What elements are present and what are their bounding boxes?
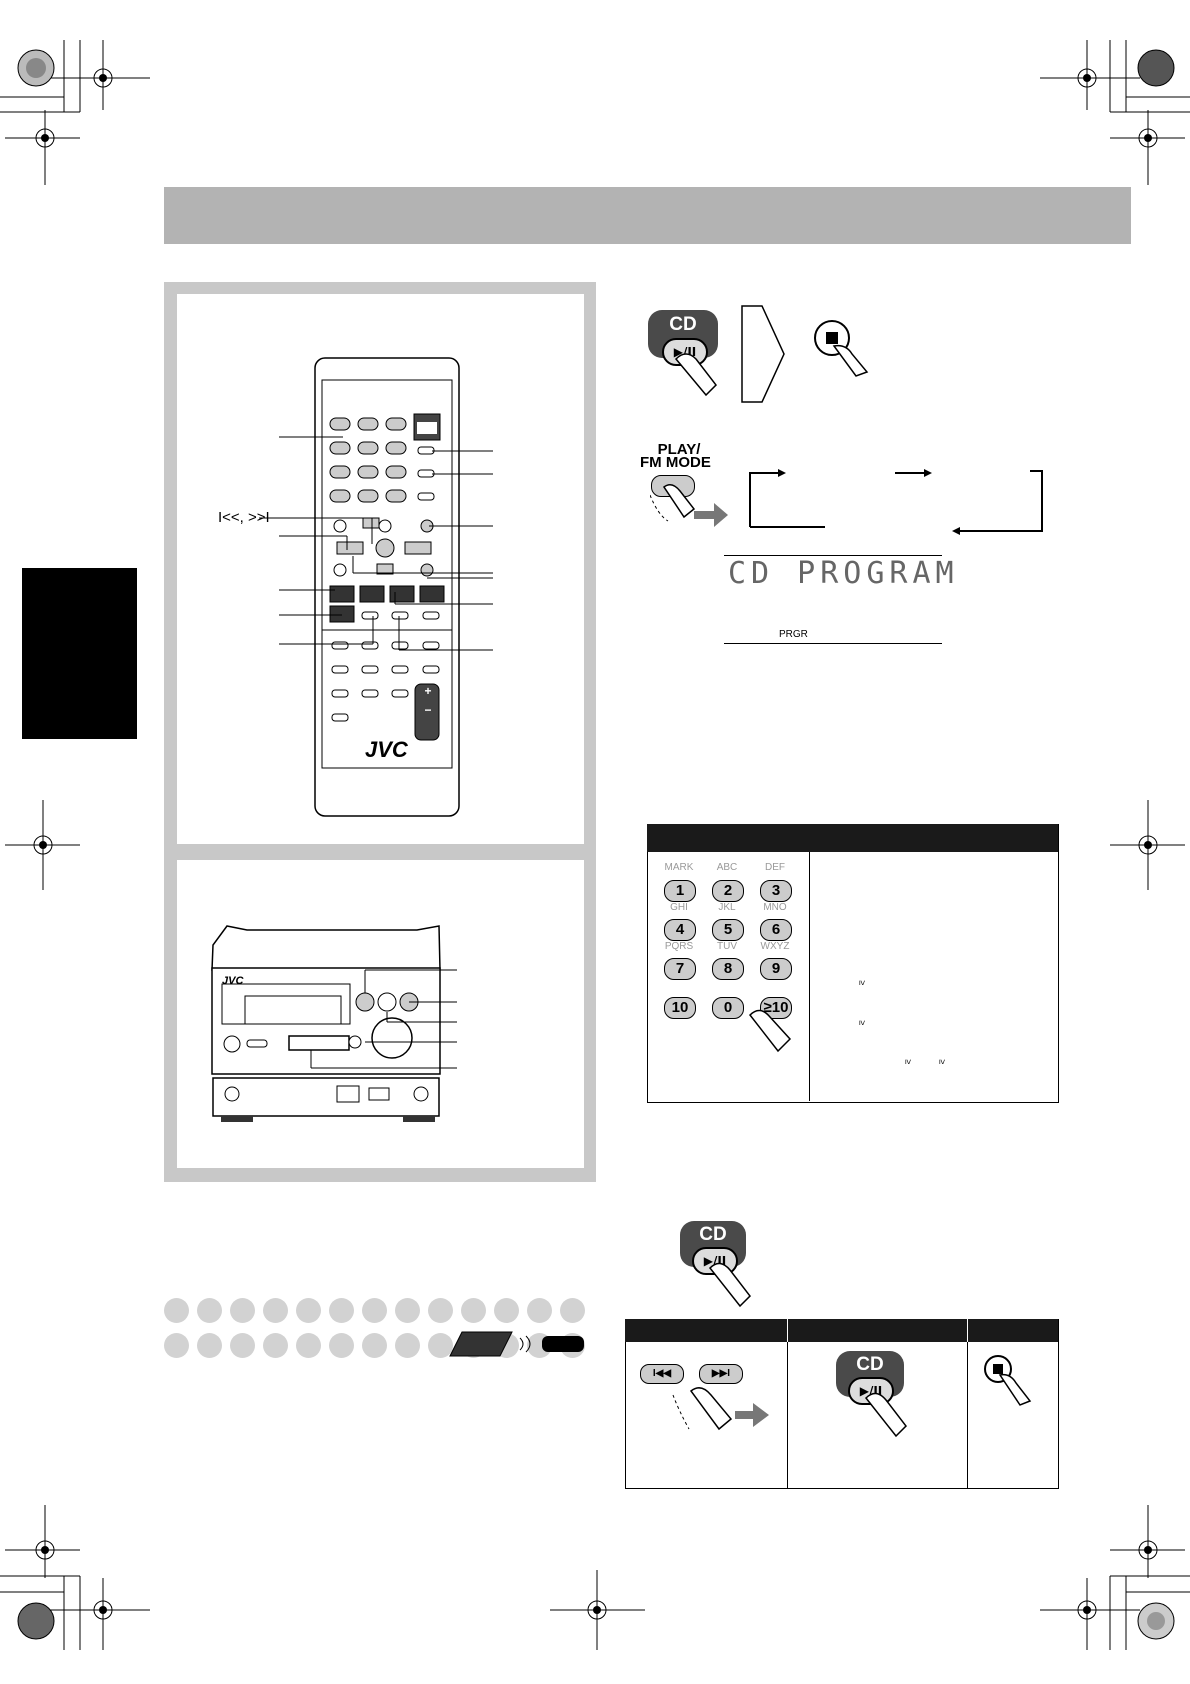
remote-only-badge <box>449 1331 584 1357</box>
dot <box>263 1298 288 1323</box>
next-track-button[interactable]: ▶▶I <box>699 1364 743 1384</box>
section-header-bar <box>164 187 1131 244</box>
prev-track-button[interactable]: I◀◀ <box>640 1364 684 1384</box>
operation-table-divider-1 <box>787 1319 788 1488</box>
key-3-letters: DEF <box>765 862 785 873</box>
key-4[interactable]: 4 <box>664 919 696 941</box>
unit-brand-logo: JVC <box>222 975 244 987</box>
key-3[interactable]: 3 <box>760 880 792 902</box>
dot <box>560 1298 585 1323</box>
dot <box>362 1333 387 1358</box>
key-8-letters: TUV <box>717 941 737 952</box>
key-9[interactable]: 9 <box>760 958 792 980</box>
dot <box>263 1333 288 1358</box>
main-unit-illustration <box>211 925 457 1122</box>
finger-press-icon <box>674 353 717 397</box>
operation-table-header <box>625 1319 1058 1342</box>
dot <box>461 1298 486 1323</box>
operation-table-divider-2 <box>967 1319 968 1488</box>
key-6-letters: MNO <box>763 902 787 913</box>
dot <box>230 1298 255 1323</box>
finger-press-icon-table <box>864 1392 907 1438</box>
key-7[interactable]: 7 <box>664 958 696 980</box>
header-divider-2 <box>967 1319 968 1342</box>
stop-button-icon[interactable] <box>812 318 872 378</box>
dot <box>164 1333 189 1358</box>
gte-symbol-3: ≥ <box>903 1059 914 1065</box>
remote-brand-logo: JVC <box>365 737 408 762</box>
display-bottom-rule <box>724 643 942 644</box>
dot <box>395 1333 420 1358</box>
step-arrow-icon <box>741 305 785 403</box>
remote-control-illustration <box>259 357 493 817</box>
finger-press-icon-step3 <box>708 1262 751 1308</box>
dot <box>164 1298 189 1323</box>
remote-volume-minus[interactable]: − <box>424 703 432 717</box>
display-text: CD PROGRAM <box>728 556 959 591</box>
remote-volume-plus[interactable]: + <box>424 684 432 698</box>
play-mode-label-1: PLAY/ <box>657 441 701 458</box>
key-0[interactable]: 0 <box>712 997 744 1019</box>
cd-button-table[interactable]: CD <box>836 1351 904 1397</box>
dot <box>428 1333 453 1358</box>
key-1-letters: MARK <box>664 862 694 873</box>
gte-symbol-2: ≥ <box>857 1020 868 1026</box>
key-4-letters: GHI <box>670 902 688 913</box>
stop-button-table-icon[interactable] <box>982 1353 1042 1413</box>
key-2-letters: ABC <box>716 862 738 873</box>
key-6[interactable]: 6 <box>760 919 792 941</box>
display-prgr-indicator: PRGR <box>779 629 808 640</box>
keypad-table-divider <box>809 852 810 1101</box>
play-mode-label-2: FM MODE <box>640 454 711 471</box>
gte-symbol-1: ≥ <box>857 980 868 986</box>
finger-press-keypad-icon <box>749 1009 792 1053</box>
play-mode-cycle-diagram <box>650 469 1043 535</box>
dot <box>197 1298 222 1323</box>
header-divider-1 <box>787 1319 788 1342</box>
play-pause-button-table[interactable]: ▶/II <box>848 1377 894 1405</box>
dot <box>362 1298 387 1323</box>
key-2[interactable]: 2 <box>712 880 744 902</box>
display-top-rule <box>724 555 942 556</box>
key-9-letters: WXYZ <box>760 941 790 952</box>
dot <box>527 1298 552 1323</box>
key-7-letters: PQRS <box>664 941 694 952</box>
skip-callout-label: I<<, >>I <box>218 509 270 526</box>
dot <box>329 1333 354 1358</box>
key-over-10[interactable]: ≥10 <box>760 997 792 1019</box>
dot <box>329 1298 354 1323</box>
dot-row-1 <box>164 1298 585 1323</box>
key-5-letters: JKL <box>718 902 736 913</box>
finger-skip-icon <box>672 1387 769 1431</box>
dot <box>230 1333 255 1358</box>
dot <box>197 1333 222 1358</box>
keypad-table-header <box>647 824 1058 852</box>
gte-symbol-4: ≥ <box>937 1059 948 1065</box>
key-1[interactable]: 1 <box>664 880 696 902</box>
key-8[interactable]: 8 <box>712 958 744 980</box>
section-side-tab <box>22 568 137 739</box>
dot <box>494 1298 519 1323</box>
dot <box>296 1298 321 1323</box>
dot <box>395 1298 420 1323</box>
key-10[interactable]: 10 <box>664 997 696 1019</box>
dot <box>428 1298 453 1323</box>
key-5[interactable]: 5 <box>712 919 744 941</box>
dot <box>296 1333 321 1358</box>
